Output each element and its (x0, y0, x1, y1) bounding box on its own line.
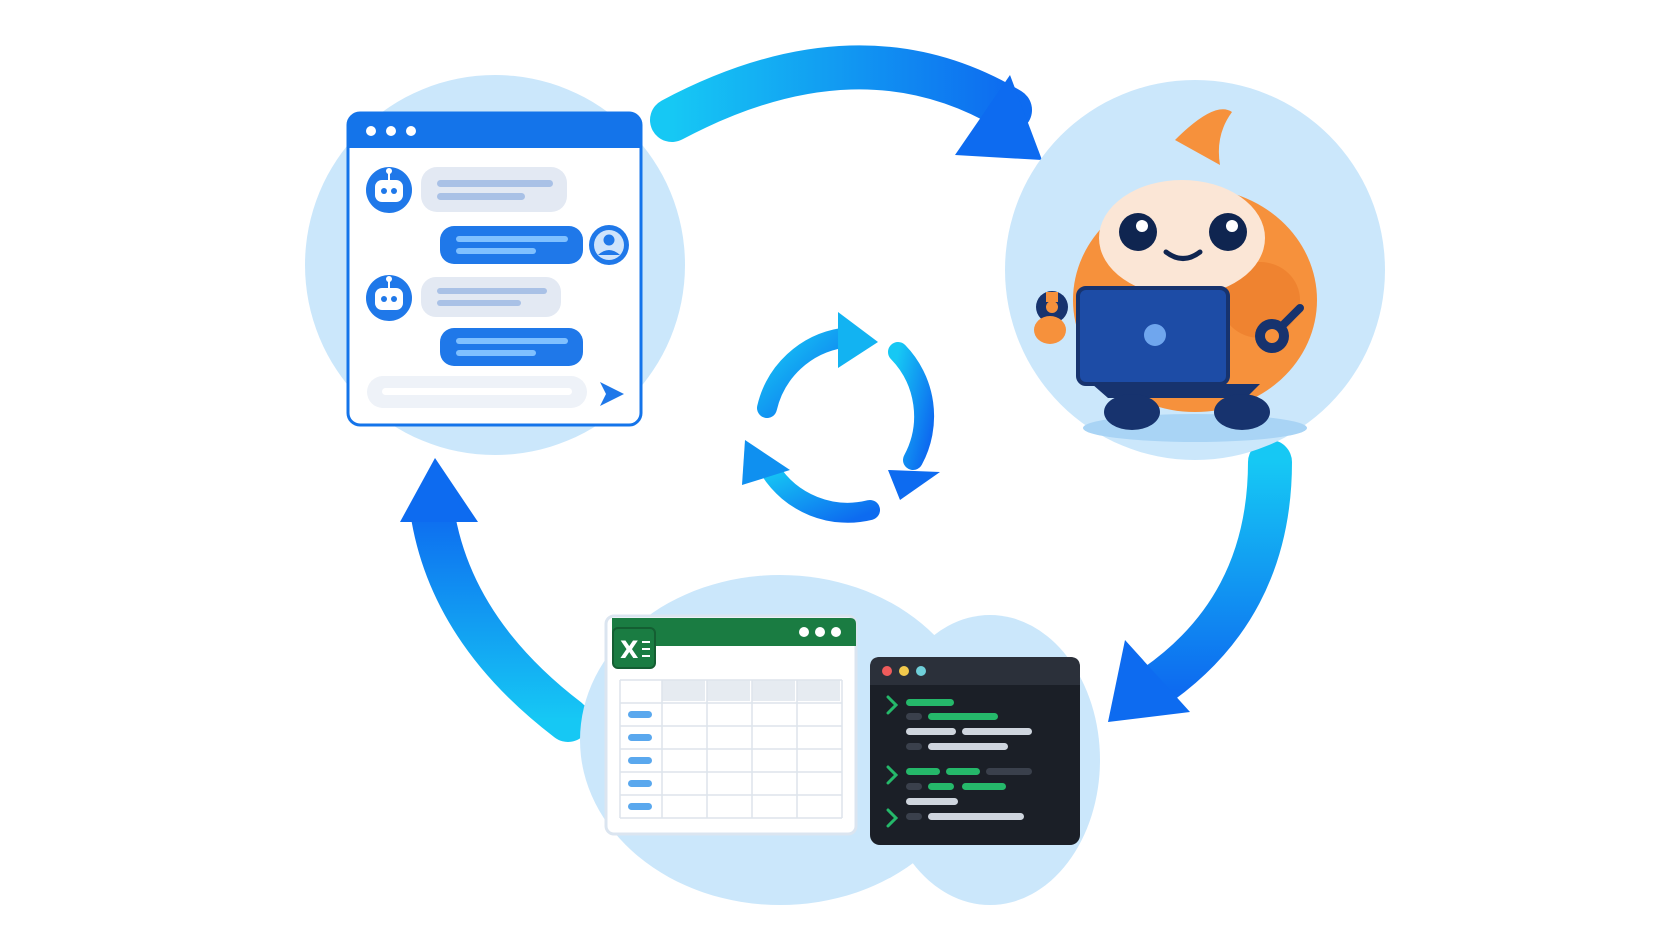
excel-spreadsheet-icon: X (604, 614, 858, 836)
column-header-cell (797, 680, 840, 701)
code-line (928, 743, 1008, 750)
code-line (928, 813, 1024, 820)
code-line (906, 783, 922, 790)
code-line (906, 728, 956, 735)
user-avatar-icon (589, 225, 629, 265)
arrow-chat-to-agent (650, 45, 1042, 160)
code-line (906, 699, 954, 706)
send-arrow-icon (600, 382, 624, 406)
chat-window-icon (346, 111, 643, 427)
bot-message-bubble (421, 167, 567, 212)
terminal-code-lines (886, 695, 1032, 828)
column-header-cell (707, 680, 750, 701)
mascot-with-laptop-icon (1034, 109, 1317, 430)
wrench-icon (1255, 304, 1304, 353)
arrow-agent-to-tools (1108, 440, 1292, 722)
code-line (906, 798, 958, 805)
code-line (986, 768, 1032, 775)
chat-node (305, 75, 685, 455)
wrench-icon (1034, 291, 1068, 344)
excel-letter: X (620, 636, 639, 664)
prompt-chevron-icon (886, 765, 899, 785)
row-label-cell (628, 734, 652, 741)
row-label-cell (628, 803, 652, 810)
tools-node: X (580, 575, 1100, 905)
code-line (906, 713, 922, 720)
code-line (962, 783, 1006, 790)
row-label-cell (628, 711, 652, 718)
row-label-cell (628, 780, 652, 787)
column-header-cell (752, 680, 795, 701)
code-line (906, 768, 940, 775)
code-terminal-icon (870, 657, 1080, 845)
prompt-chevron-icon (886, 808, 899, 828)
prompt-chevron-icon (886, 695, 899, 715)
code-line (928, 713, 998, 720)
code-line (962, 728, 1032, 735)
agent-node (1005, 80, 1385, 460)
user-message-bubble (440, 328, 583, 366)
spreadsheet-grid (619, 679, 843, 819)
column-header-cell (662, 680, 705, 701)
code-line (928, 783, 954, 790)
robot-avatar-icon (366, 275, 412, 321)
bot-message-bubble (421, 277, 561, 317)
arrow-tools-to-chat (400, 458, 590, 742)
code-line (906, 743, 922, 750)
code-line (946, 768, 980, 775)
row-label-cell (628, 757, 652, 764)
user-message-bubble (440, 226, 583, 264)
refresh-cycle-icon (742, 312, 940, 523)
robot-avatar-icon (366, 167, 412, 213)
code-line (906, 813, 922, 820)
